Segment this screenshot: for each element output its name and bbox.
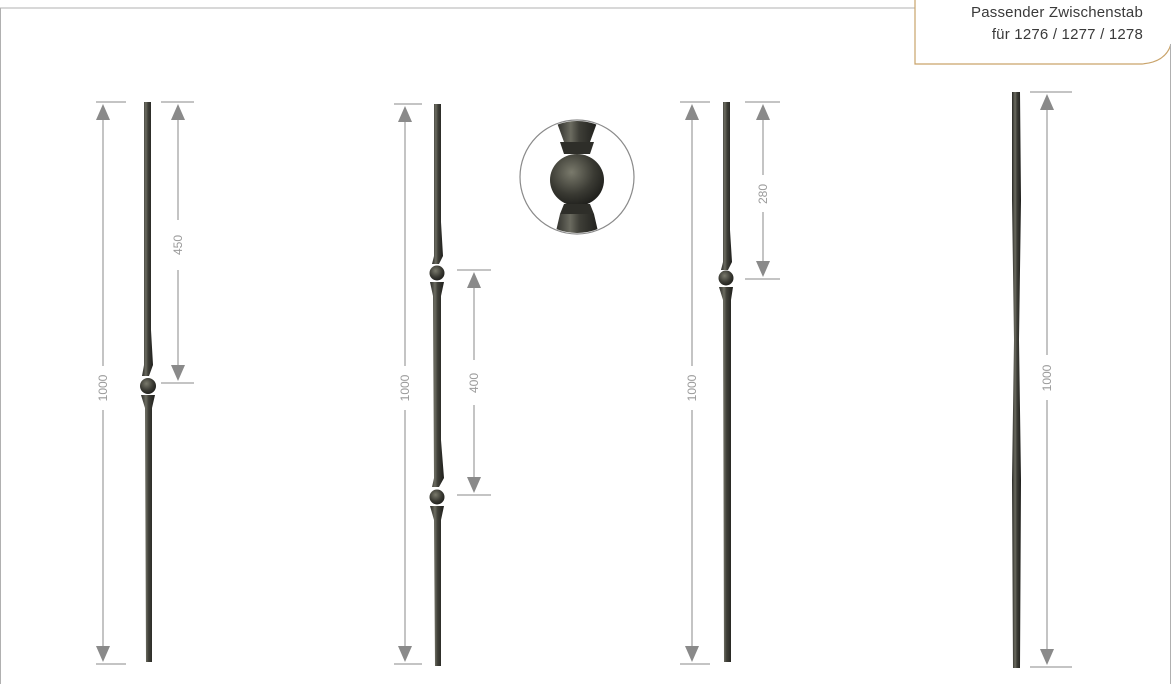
baluster-3-total-dimension: 1000 <box>680 101 710 665</box>
baluster-3 <box>718 102 734 662</box>
baluster-2-bar-bottom <box>430 506 444 666</box>
baluster-4-total-dimension: 1000 <box>1030 91 1072 668</box>
baluster-3-knob <box>718 270 734 286</box>
baluster-2-partial-length: 400 <box>467 373 481 393</box>
baluster-3-total-length: 1000 <box>685 374 699 401</box>
baluster-3-lower <box>719 287 733 662</box>
baluster-1-bar <box>142 102 153 376</box>
baluster-1-partial-length: 450 <box>171 235 185 255</box>
baluster-2-bar-top <box>432 104 443 264</box>
frame-border <box>0 7 915 684</box>
label-tab-border <box>914 0 1171 65</box>
baluster-2-knob-lower <box>429 489 445 505</box>
baluster-1-total-length: 1000 <box>96 374 110 401</box>
matching-bar-models: für 1276 / 1277 / 1278 <box>991 26 1143 43</box>
baluster-4 <box>1012 92 1021 668</box>
baluster-1-lower <box>141 395 155 662</box>
baluster-2-partial-dimension: 400 <box>457 269 491 496</box>
baluster-1 <box>140 102 156 662</box>
baluster-1-partial-dimension: 450 <box>161 101 194 384</box>
baluster-1-knob <box>140 378 156 394</box>
baluster-4-bar <box>1012 92 1021 668</box>
baluster-3-partial-length: 280 <box>756 184 770 204</box>
baluster-2-total-dimension: 1000 <box>394 103 422 665</box>
baluster-2-knob-upper <box>429 265 445 281</box>
baluster-3-bar <box>721 102 732 270</box>
baluster-2-total-length: 1000 <box>398 374 412 401</box>
baluster-1-total-dimension: 1000 <box>96 101 126 665</box>
baluster-2 <box>429 104 445 666</box>
baluster-2-bar-mid <box>430 282 444 487</box>
baluster-3-partial-dimension: 280 <box>745 101 780 280</box>
matching-bar-title: Passender Zwischenstab <box>971 4 1143 21</box>
matching-bar-label: Passender Zwischenstab für 1276 / 1277 /… <box>916 0 1171 64</box>
knob-detail-magnifier <box>519 119 635 235</box>
baluster-4-total-length: 1000 <box>1040 364 1054 391</box>
